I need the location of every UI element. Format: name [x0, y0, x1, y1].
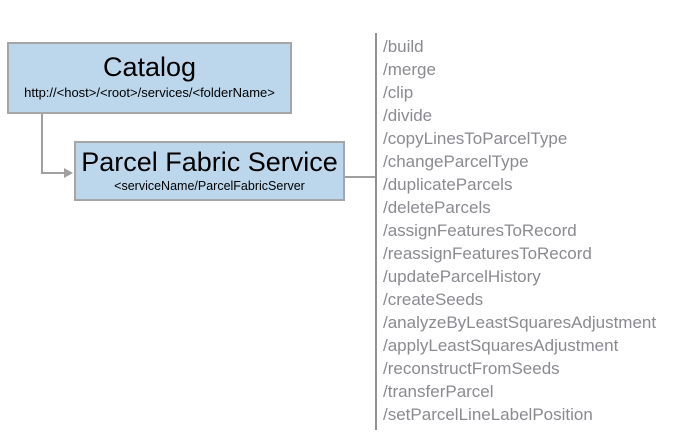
endpoint-item: /divide	[383, 106, 433, 125]
endpoint-item: /updateParcelHistory	[383, 267, 541, 286]
endpoints-divider-line	[375, 33, 377, 430]
endpoint-item: /assignFeaturesToRecord	[383, 221, 577, 240]
endpoint-item: /changeParcelType	[383, 152, 529, 171]
endpoint-item: /clip	[383, 83, 414, 102]
connector-service-to-endpoints	[345, 176, 375, 178]
endpoint-item: /reconstructFromSeeds	[383, 359, 560, 378]
endpoint-item: /analyzeByLeastSquaresAdjustment	[383, 313, 657, 332]
endpoint-item: /deleteParcels	[383, 198, 491, 217]
endpoint-item: /setParcelLineLabelPosition	[383, 405, 593, 424]
catalog-title: Catalog	[102, 52, 197, 82]
endpoint-item: /build	[383, 37, 424, 56]
endpoint-item: /transferParcel	[383, 382, 494, 401]
endpoint-item: /merge	[383, 60, 436, 79]
arrow-right-icon	[64, 168, 73, 178]
endpoint-item: /applyLeastSquaresAdjustment	[383, 336, 619, 355]
connector-catalog-vertical-segment	[41, 114, 43, 174]
endpoint-item: /createSeeds	[383, 290, 484, 309]
service-box: Parcel Fabric Service <serviceName/Parce…	[74, 141, 345, 201]
service-title: Parcel Fabric Service	[81, 147, 338, 177]
catalog-box: Catalog http://<host>/<root>/services/<f…	[7, 42, 292, 114]
endpoint-item: /reassignFeaturesToRecord	[383, 244, 592, 263]
service-subtitle: <serviceName/ParcelFabricServer	[114, 179, 305, 193]
endpoint-item: /copyLinesToParcelType	[383, 129, 568, 148]
endpoint-item: /duplicateParcels	[383, 175, 513, 194]
endpoints-list: /build/merge/clip/divide/copyLinesToParc…	[383, 35, 683, 426]
catalog-subtitle: http://<host>/<root>/services/<folderNam…	[24, 85, 275, 100]
connector-catalog-horizontal-segment	[41, 172, 66, 174]
